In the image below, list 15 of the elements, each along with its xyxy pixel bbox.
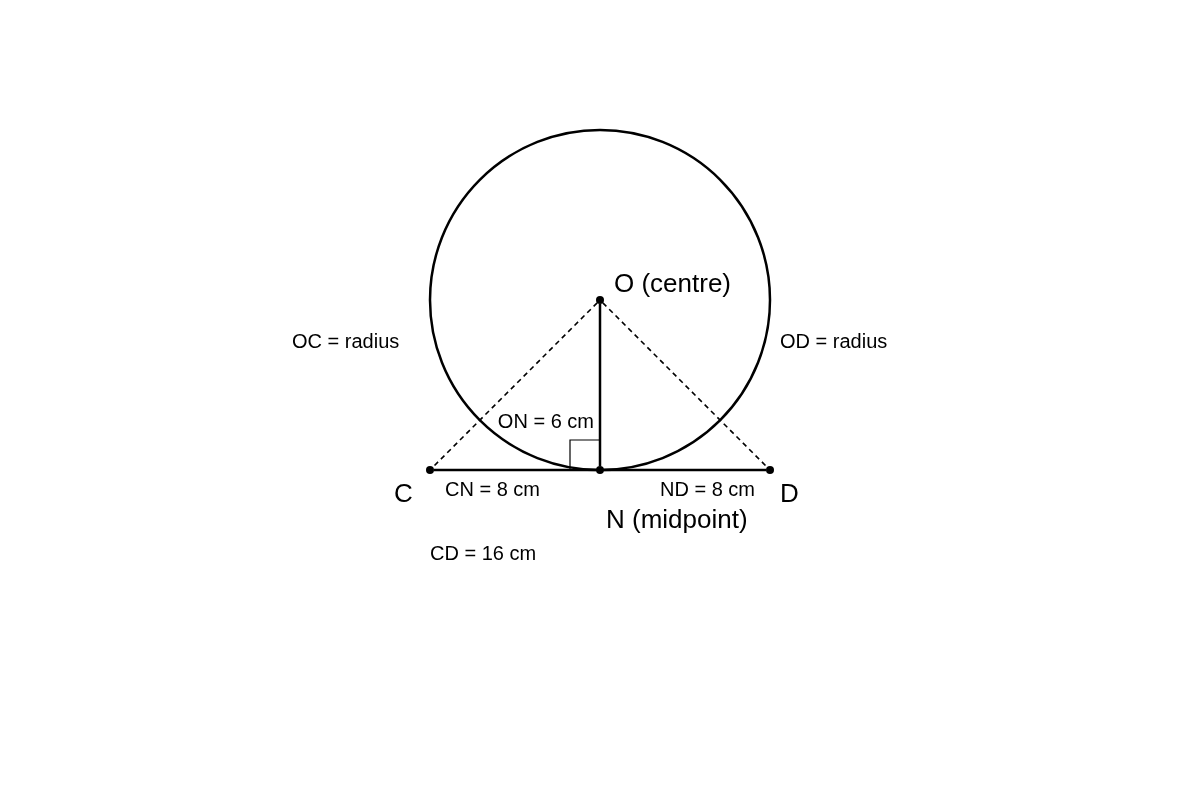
dashed-line — [602, 302, 768, 468]
point-label: C — [394, 478, 413, 508]
measurement-label: OC = radius — [292, 329, 400, 354]
line-segment — [604, 468, 766, 472]
line-segment — [598, 304, 602, 466]
point-label: D — [780, 478, 799, 508]
measurement-label: CD = 16 cm — [430, 541, 537, 566]
point-label: N (midpoint) — [606, 504, 748, 534]
measurement-label: OD = radius — [780, 329, 888, 354]
measurement-label: CN = 8 cm — [445, 477, 541, 502]
measurement-label: ON = 6 cm — [497, 409, 594, 434]
dashed-line — [432, 302, 598, 468]
point-label: O (centre) — [614, 268, 732, 298]
line-segment — [434, 468, 596, 472]
measurement-label: ND = 8 cm — [660, 477, 756, 502]
